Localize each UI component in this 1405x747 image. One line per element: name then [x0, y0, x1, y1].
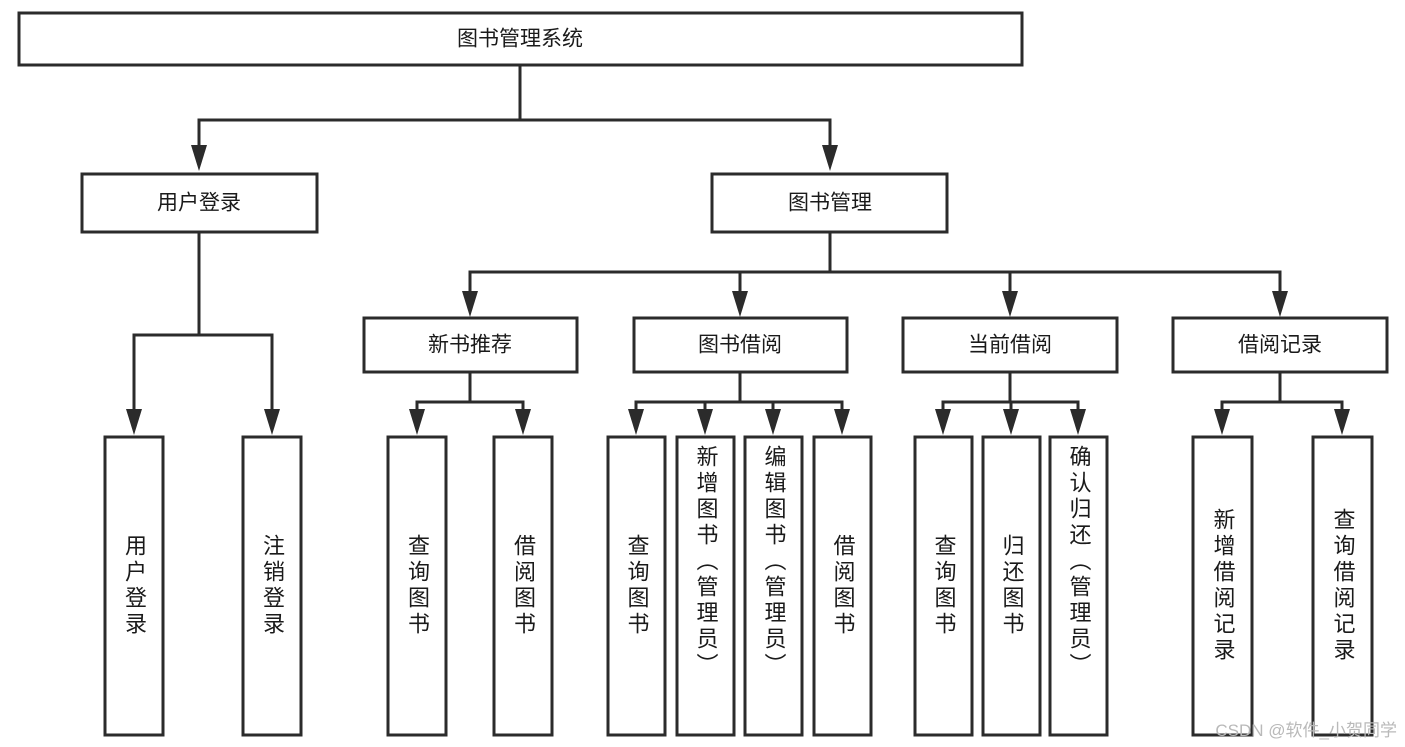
arrow-to-borrow-record [1272, 291, 1288, 317]
node-root[interactable]: 图书管理系统 [17, 11, 1024, 67]
arrow-to-leaf-query-book-3 [935, 409, 951, 435]
node-current-borrow[interactable]: 当前借阅 [901, 316, 1119, 374]
arrow-to-leaf-query-book-2 [628, 409, 644, 435]
leaf-confirm-return[interactable] [1048, 435, 1109, 737]
arrow-to-leaf-borrow-book-1 [515, 409, 531, 435]
node-borrow-record-label: 借阅记录 [1238, 334, 1322, 357]
arrow-to-new-book-rec [462, 291, 478, 317]
leaf-query-book-3[interactable] [913, 435, 974, 737]
node-current-borrow-label: 当前借阅 [968, 334, 1052, 357]
arrow-to-current-borrow [1002, 291, 1018, 317]
node-layer: 图书管理系统 用户登录 图书管理 新书推荐 图书借阅 当前 [17, 11, 1389, 737]
node-user-login-label: 用户登录 [157, 192, 241, 215]
node-book-borrow[interactable]: 图书借阅 [632, 316, 849, 374]
leaf-user-login[interactable] [103, 435, 165, 737]
leaf-query-record[interactable] [1311, 435, 1374, 737]
leaf-return-book[interactable] [981, 435, 1042, 737]
leaf-borrow-book-1[interactable] [492, 435, 554, 737]
node-book-manage[interactable]: 图书管理 [710, 172, 949, 234]
arrow-to-leaf-return-book [1003, 409, 1019, 435]
node-user-login[interactable]: 用户登录 [80, 172, 319, 234]
arrow-to-leaf-logout-login [264, 409, 280, 435]
arrow-to-leaf-add-record [1214, 409, 1230, 435]
leaf-query-book-1[interactable] [386, 435, 448, 737]
arrow-to-leaf-edit-book [765, 409, 781, 435]
leaf-borrow-book-2[interactable] [812, 435, 873, 737]
node-borrow-record[interactable]: 借阅记录 [1171, 316, 1389, 374]
node-new-book-rec-label: 新书推荐 [428, 334, 512, 357]
arrow-to-user-login [191, 145, 207, 171]
arrow-to-book-manage [822, 145, 838, 171]
arrow-to-book-borrow [732, 291, 748, 317]
leaf-edit-book[interactable] [743, 435, 804, 737]
leaf-add-book[interactable] [675, 435, 736, 737]
leaf-logout-login[interactable] [241, 435, 303, 737]
arrow-to-leaf-query-record [1334, 409, 1350, 435]
node-book-borrow-label: 图书借阅 [698, 334, 782, 357]
node-new-book-rec[interactable]: 新书推荐 [362, 316, 579, 374]
arrow-to-leaf-query-book-1 [409, 409, 425, 435]
arrow-to-leaf-add-book [697, 409, 713, 435]
node-root-label: 图书管理系统 [457, 28, 583, 51]
arrow-to-leaf-borrow-book-2 [834, 409, 850, 435]
leaf-add-record[interactable] [1191, 435, 1254, 737]
arrow-to-leaf-user-login [126, 409, 142, 435]
arrow-to-leaf-confirm-return [1070, 409, 1086, 435]
node-book-manage-label: 图书管理 [788, 192, 872, 215]
csdn-watermark: CSDN @软件_小贺同学 [1215, 721, 1397, 740]
leaf-query-book-2[interactable] [606, 435, 667, 737]
